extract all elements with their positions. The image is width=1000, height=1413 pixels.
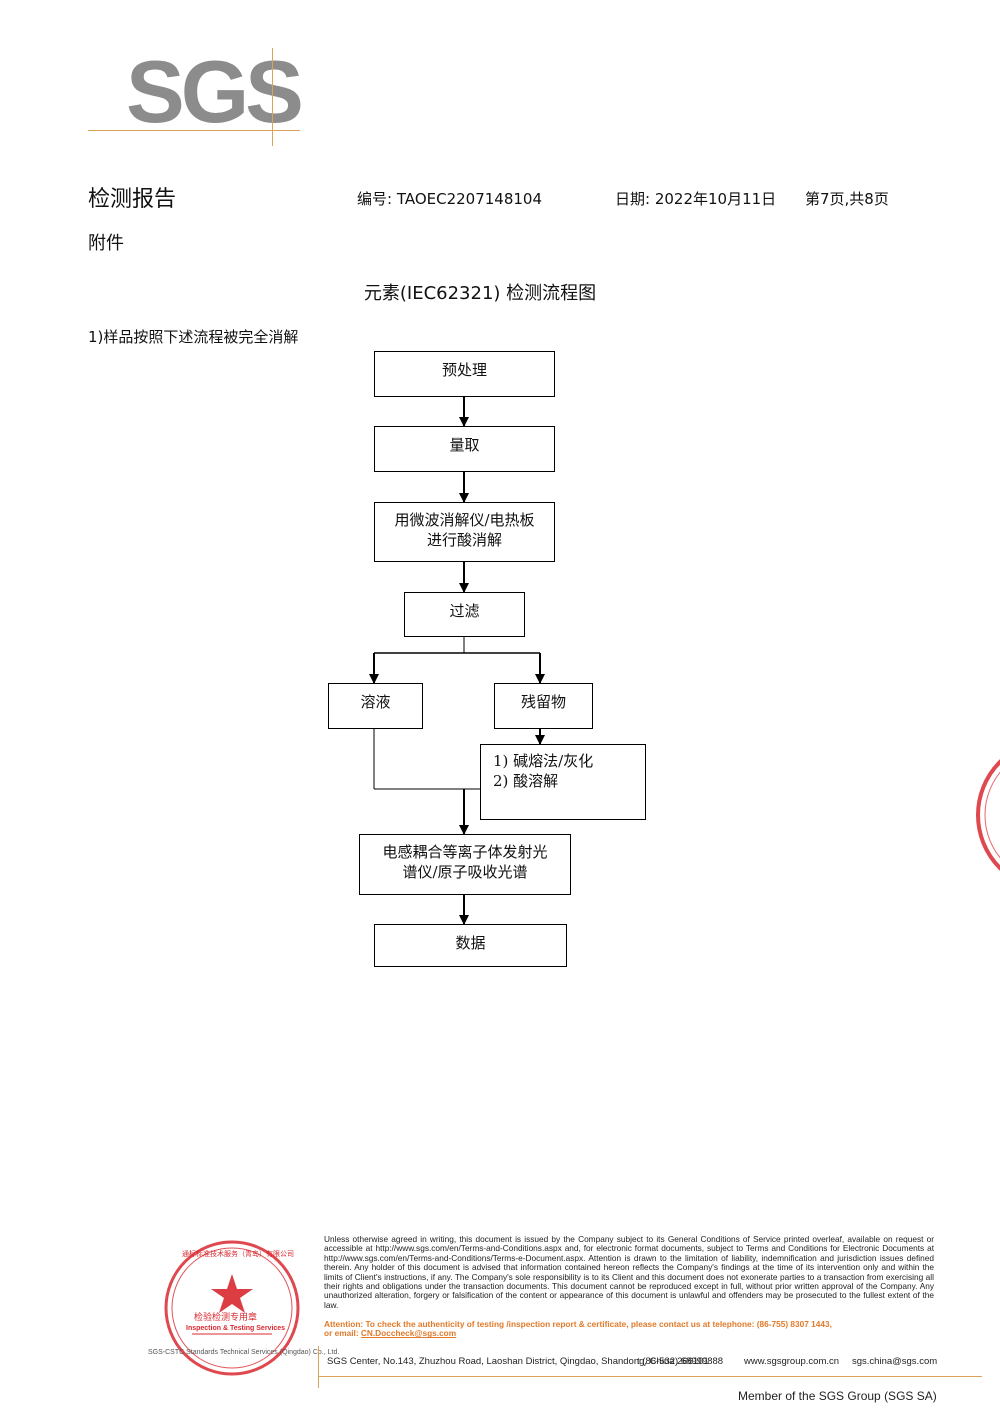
flow-box-digestion: 用微波消解仪/电热板 进行酸消解 xyxy=(374,502,555,562)
footer-email[interactable]: sgs.china@sgs.com xyxy=(852,1356,938,1367)
flow-box-measure: 量取 xyxy=(374,426,555,472)
sgs-logo: SGS xyxy=(126,42,304,141)
annex-label: 附件 xyxy=(88,233,124,254)
report-date: 日期: 2022年10月11日 xyxy=(615,190,777,208)
section-title: 元素(IEC62321) 检测流程图 xyxy=(363,283,597,304)
flow-box-data: 数据 xyxy=(374,924,567,967)
flow-box-residue-treatment: 1) 碱熔法/灰化 2) 酸溶解 xyxy=(480,744,646,820)
footer-website[interactable]: www.sgsgroup.com.cn xyxy=(744,1356,840,1367)
doccheck-email-link[interactable]: CN.Doccheck@sgs.com xyxy=(360,1328,457,1339)
inspection-seal xyxy=(164,1240,300,1376)
sgs-group-membership: Member of the SGS Group (SGS SA) xyxy=(738,1389,937,1403)
legal-disclaimer: Unless otherwise agreed in writing, this… xyxy=(324,1234,934,1310)
step-description: 1)样品按照下述流程被完全消解 xyxy=(88,328,299,346)
partial-seal-right xyxy=(976,759,1000,871)
logo-vertical-rule xyxy=(272,48,273,146)
seal-star-icon xyxy=(211,1274,253,1313)
report-title: 检测报告 xyxy=(88,187,177,212)
footer-horizontal-rule xyxy=(318,1376,982,1377)
flow-box-solution: 溶液 xyxy=(328,683,423,729)
footer-address: SGS Center, No.143, Zhuzhou Road, Laosha… xyxy=(327,1356,709,1367)
seal-company-label: SGS-CSTC Standards Technical Services (Q… xyxy=(148,1349,340,1356)
seal-chinese-label: 检验检测专用章 xyxy=(194,1313,258,1323)
page-indicator: 第7页,共8页 xyxy=(805,190,889,208)
seal-english-label: Inspection & Testing Services xyxy=(186,1325,286,1332)
flow-box-residue: 残留物 xyxy=(494,683,593,729)
report-number: 编号: TAOEC2207148104 xyxy=(357,190,543,208)
flow-box-icp-aas: 电感耦合等离子体发射光 谱仪/原子吸收光谱 xyxy=(359,834,571,895)
authenticity-notice: Attention: To check the authenticity of … xyxy=(324,1319,832,1339)
flow-box-filter: 过滤 xyxy=(404,592,525,637)
logo-horizontal-rule xyxy=(88,130,300,131)
seal-top-text: 通标标准技术服务（青岛）有限公司 xyxy=(182,1250,294,1258)
flow-box-pretreatment: 预处理 xyxy=(374,351,555,397)
footer-phone: t (86-532) 68999888 xyxy=(637,1356,724,1367)
footer-vertical-rule xyxy=(318,1346,319,1388)
